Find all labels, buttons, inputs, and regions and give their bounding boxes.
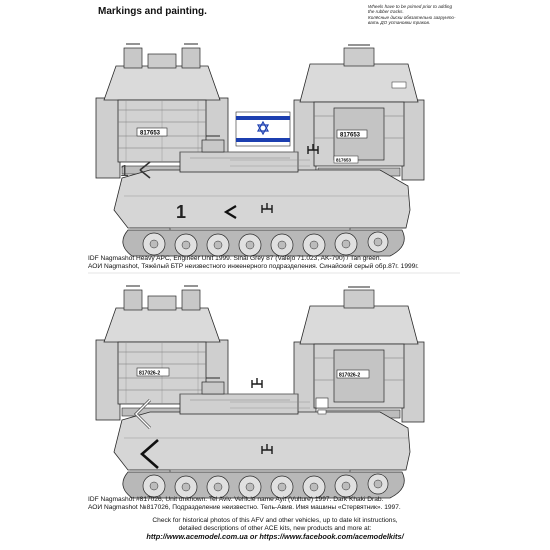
vehicle2-front-plate: 817026-2 [139,371,160,377]
vehicle1-rear-plate: 817653 [340,133,361,139]
vehicle1-front-plate: 817653 [140,131,161,137]
footer-line: detailed descriptions of other ACE kits,… [178,524,372,532]
vehicle1-side-plate: 817653 [336,158,352,163]
vehicle2-rear-plate: 817026-2 [339,373,360,379]
vehicle2-front-view [95,285,229,421]
vehicle1-turret-number: 1 [120,163,129,180]
vehicle1-front-view [95,43,229,179]
note-line: вать ДО установки траков. [368,20,431,26]
vehicle2-caption-en: IDF Nagmashot #817026, Unit unknown. Tel… [88,496,384,503]
vehicle2-caption: IDF Nagmashot #817026, Unit unknown. Tel… [88,496,401,512]
vehicle1-rear-view [293,44,425,181]
footer: Check for historical photos of this AFV … [0,517,550,540]
footer-line: Check for historical photos of this AFV … [152,517,398,524]
note-line: the rubber tracks. [368,9,404,15]
vehicle1-caption-ru: АОИ Nagmashot, Тяжёлый БТР неизвестного … [88,263,419,270]
footer-links[interactable]: http://www.acemodel.com.ua or https://ww… [146,531,404,541]
vehicle2-rear-view [293,286,425,423]
vehicle2-caption-ru: АОИ Nagmashot №817026, Подразделение неи… [88,504,401,511]
vehicle2-side-view [113,377,411,499]
note-line: Колёсные диски обязательно загрунто- [368,14,456,20]
note-line: Wheels have to be primed prior to adding [368,4,453,9]
israeli-flag [235,111,291,147]
vehicle1-hull-number: 1 [176,202,186,222]
vehicle1-side-view [113,135,411,257]
vehicle1-caption: IDF Nagmashot Heavy APC, Engineer Unit 1… [88,255,419,271]
priming-note: Wheels have to be primed prior to adding… [368,4,518,26]
sheet-title: Markings and painting. [98,6,207,17]
vehicle1-caption-en: IDF Nagmashot Heavy APC, Engineer Unit 1… [88,255,382,262]
